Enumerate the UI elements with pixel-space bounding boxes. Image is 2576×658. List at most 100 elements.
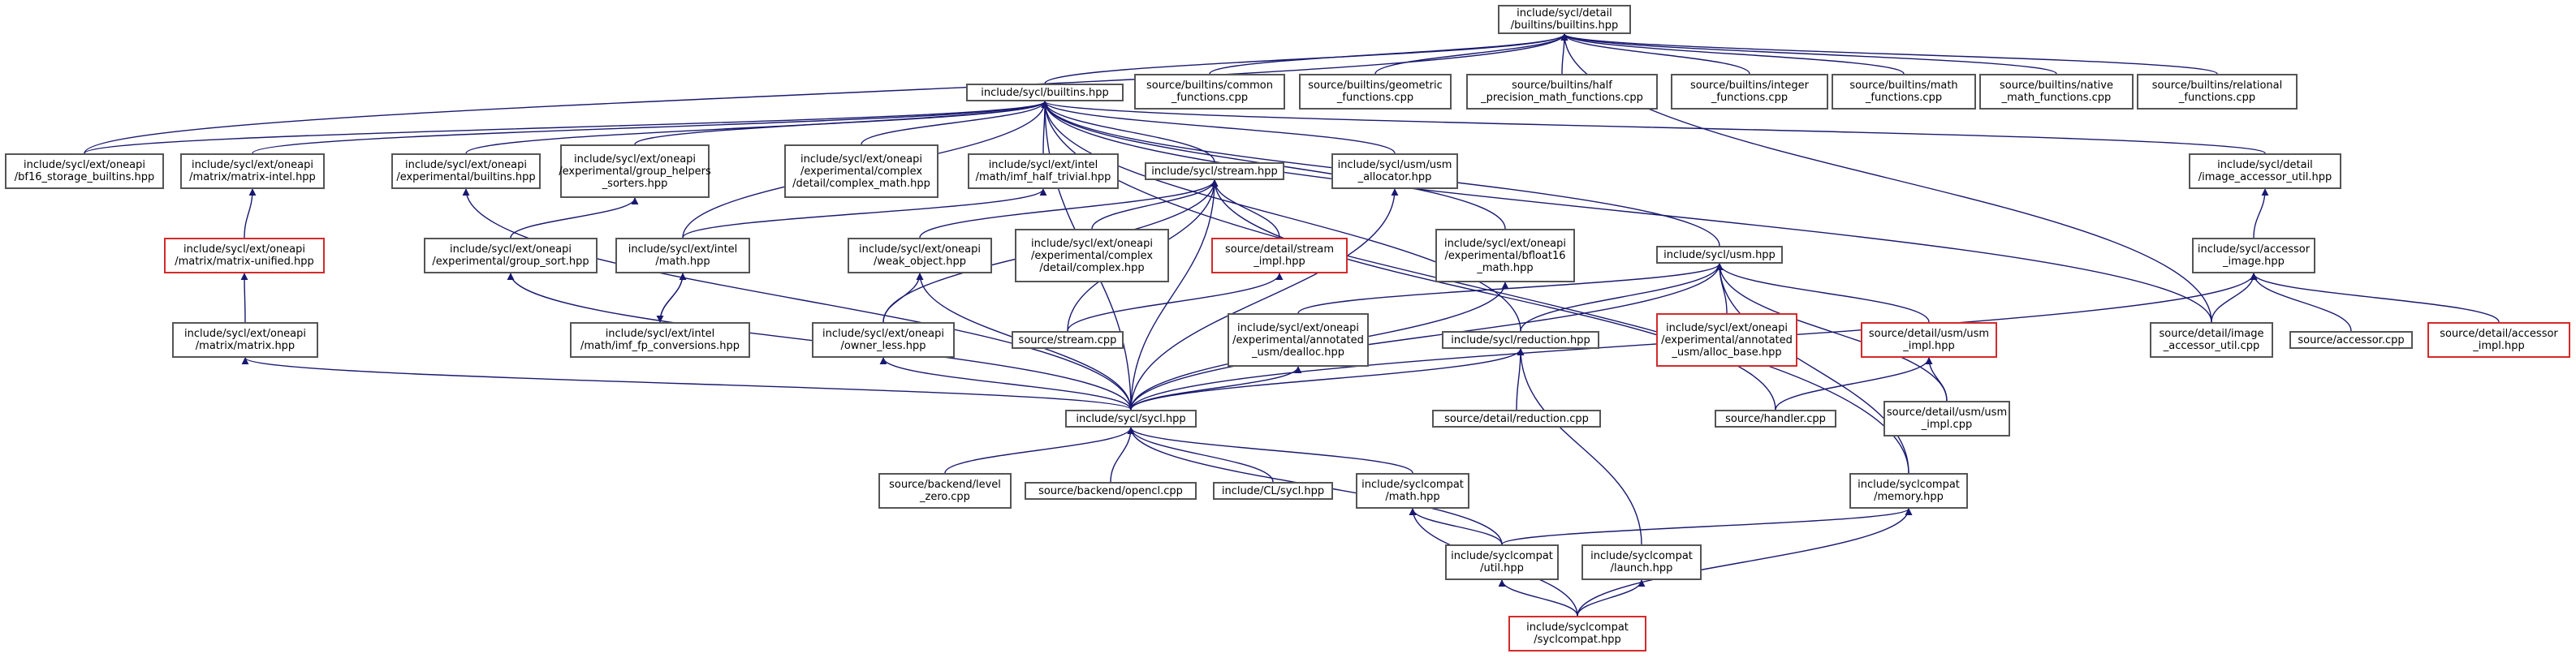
include-edge-sycl-to-matrix: [241, 357, 1132, 411]
node-usm-impl-hpp[interactable]: source/detail/usm/usm _impl.hpp: [1861, 322, 1997, 358]
node-matrix-hpp[interactable]: include/sycl/ext/oneapi /matrix/matrix.h…: [172, 322, 318, 358]
node-owner-less-hpp[interactable]: include/sycl/ext/oneapi /owner_less.hpp: [812, 322, 955, 358]
node-annotated-usm-alloc-base-hpp[interactable]: include/sycl/ext/oneapi /experimental/an…: [1656, 313, 1797, 367]
node-syclcompat-memory-hpp[interactable]: include/syclcompat /memory.hpp: [1849, 473, 1968, 509]
node-syclcompat-math-hpp[interactable]: include/syclcompat /math.hpp: [1356, 473, 1469, 509]
node-annotated-usm-dealloc-hpp[interactable]: include/sycl/ext/oneapi /experimental/an…: [1228, 313, 1369, 367]
include-edge-sycl-to-reduction: [1130, 348, 1525, 411]
include-edge-annotdealloc-to-usm: [1297, 263, 1724, 314]
node-group-sort-hpp[interactable]: include/sycl/ext/oneapi /experimental/gr…: [424, 238, 598, 273]
node-experimental-builtins-hpp[interactable]: include/sycl/ext/oneapi /experimental/bu…: [391, 153, 541, 189]
node-weak-object-hpp[interactable]: include/sycl/ext/oneapi /weak_object.hpp: [848, 238, 992, 273]
node-syclcompat-hpp[interactable]: include/syclcompat /syclcompat.hpp: [1508, 616, 1646, 652]
include-edge-launch-to-reduction: [1517, 348, 1642, 545]
node-bfloat16-math-hpp[interactable]: include/sycl/ext/oneapi /experimental/bf…: [1435, 229, 1575, 282]
node-syclcompat-launch-hpp[interactable]: include/syclcompat /launch.hpp: [1581, 544, 1702, 580]
include-edge-accessorcpp-to-accimg: [2250, 273, 2352, 332]
include-edge-sycl-to-stream: [1130, 179, 1219, 411]
node-builtins-common-functions-cpp[interactable]: source/builtins/common _functions.cpp: [1134, 74, 1285, 110]
include-edge-geometric-to-root: [1374, 33, 1568, 75]
node-builtins-native-math-functions-cpp[interactable]: source/builtins/native _math_functions.c…: [1979, 74, 2134, 110]
node-cl-sycl-hpp[interactable]: include/CL/sycl.hpp: [1213, 482, 1333, 500]
include-edge-sycl-to-usm: [1130, 263, 1724, 411]
node-complex-hpp[interactable]: include/sycl/ext/oneapi /experimental/co…: [1015, 229, 1169, 282]
include-edge-imgaccutil-to-builtins: [1041, 101, 2266, 154]
node-matrix-unified-hpp[interactable]: include/sycl/ext/oneapi /matrix/matrix-u…: [164, 238, 325, 273]
node-builtins-integer-functions-cpp[interactable]: source/builtins/integer _functions.cpp: [1671, 74, 1828, 110]
include-edge-grpsort-to-grphelpers: [510, 197, 639, 239]
include-edge-cpx-to-stream: [1091, 179, 1219, 230]
include-edge-intelmath-to-imfconv: [656, 273, 684, 323]
node-usm-hpp[interactable]: include/sycl/usm.hpp: [1656, 246, 1783, 264]
include-edge-reductioncpp-to-reduction: [1516, 348, 1525, 411]
include-edge-grphelpers-to-builtins: [634, 101, 1049, 145]
node-syclcompat-util-hpp[interactable]: include/syclcompat /util.hpp: [1445, 544, 1559, 580]
node-backend-level-zero-cpp[interactable]: source/backend/level _zero.cpp: [878, 473, 1012, 509]
node-accessor-cpp[interactable]: source/accessor.cpp: [2289, 331, 2413, 349]
include-edge-levelzero-to-sycl: [944, 427, 1135, 474]
include-edge-integer-to-root: [1560, 33, 1750, 75]
include-edge-syclcompat-to-util: [1498, 579, 1578, 617]
include-edge-imgaccutilcpp-to-builtins: [1041, 101, 2212, 323]
include-edge-cpxdetail-to-builtins: [861, 101, 1049, 145]
include-edge-sycl-to-annotdealloc: [1130, 366, 1302, 411]
include-edge-common-to-root: [1209, 33, 1568, 75]
node-bf16-storage-builtins-hpp[interactable]: include/sycl/ext/oneapi /bf16_storage_bu…: [5, 153, 164, 189]
node-builtins-relational-functions-cpp[interactable]: source/builtins/relational _functions.cp…: [2137, 74, 2298, 110]
node-imf-half-trivial-hpp[interactable]: include/sycl/ext/intel /math/imf_half_tr…: [968, 153, 1119, 189]
include-edge-util-to-memory: [1501, 508, 1913, 545]
node-stream-hpp[interactable]: include/sycl/stream.hpp: [1145, 162, 1284, 180]
node-sycl-hpp[interactable]: include/sycl/sycl.hpp: [1065, 410, 1197, 428]
node-sycl-builtins-hpp[interactable]: include/sycl/builtins.hpp: [966, 84, 1124, 101]
include-edge-compatmath-to-sycl: [1127, 427, 1413, 474]
include-edge-sycl-to-usmalloc: [1130, 188, 1399, 411]
node-group-helpers-sorters-hpp[interactable]: include/sycl/ext/oneapi /experimental/gr…: [559, 144, 711, 198]
include-edge-math-to-root: [1560, 33, 1905, 75]
node-stream-cpp[interactable]: source/stream.cpp: [1012, 331, 1124, 349]
include-edge-bf16-to-root: [84, 33, 1568, 154]
include-edge-memory-to-usm: [1715, 263, 1909, 474]
node-image-accessor-util-hpp[interactable]: include/sycl/detail /image_accessor_util…: [2189, 153, 2341, 189]
node-imf-fp-conversions-hpp[interactable]: include/sycl/ext/intel /math/imf_fp_conv…: [570, 322, 750, 358]
include-edge-ownerless-to-weakobj: [882, 273, 924, 323]
include-edge-streamimpl-to-stream: [1210, 179, 1280, 239]
node-builtins-half-precision-math-functions-cpp[interactable]: source/builtins/half _precision_math_fun…: [1466, 74, 1658, 110]
include-edge-matunified-to-matintel: [244, 188, 257, 239]
include-edge-half-to-root: [1560, 33, 1568, 75]
include-edge-sycl-to-expbuiltins: [462, 188, 1132, 411]
include-edge-handler-to-stream: [1210, 179, 1776, 411]
node-builtins-geometric-functions-cpp[interactable]: source/builtins/geometric _functions.cpp: [1299, 74, 1452, 110]
node-intel-math-hpp[interactable]: include/sycl/ext/intel /math.hpp: [615, 238, 750, 273]
node-accessor-impl-hpp[interactable]: source/detail/accessor _impl.hpp: [2427, 322, 2570, 358]
include-edge-bf16-to-builtins: [84, 101, 1049, 154]
include-edge-streamcpp-to-streamimpl: [1067, 273, 1284, 332]
include-edge-syclcompat-to-memory: [1577, 508, 1913, 617]
node-stream-impl-hpp[interactable]: source/detail/stream _impl.hpp: [1211, 238, 1348, 273]
include-edge-util-to-compatmath: [1409, 508, 1503, 545]
node-builtins-detail-root: include/sycl/detail /builtins/builtins.h…: [1498, 5, 1631, 34]
include-edge-accimg-to-imgaccutil: [2253, 188, 2269, 239]
include-edge-clsycl-to-sycl: [1127, 427, 1274, 483]
include-edge-reduction-to-usm: [1520, 263, 1724, 332]
node-reduction-cpp[interactable]: source/detail/reduction.cpp: [1432, 410, 1601, 428]
node-backend-opencl-cpp[interactable]: source/backend/opencl.cpp: [1025, 482, 1197, 500]
node-usm-impl-cpp[interactable]: source/detail/usm/usm _impl.cpp: [1883, 401, 2010, 437]
include-edge-usmimplhpp-to-usm: [1715, 263, 1930, 323]
include-edge-sycl-to-ownerless: [879, 357, 1132, 411]
node-builtins-math-functions-cpp[interactable]: source/builtins/math _functions.cpp: [1832, 74, 1976, 110]
include-edge-relational-to-root: [1560, 33, 2218, 75]
include-edge-matintel-to-builtins: [252, 101, 1049, 154]
node-handler-cpp[interactable]: source/handler.cpp: [1715, 410, 1836, 428]
include-edge-matrix-to-matunified: [240, 273, 248, 323]
node-reduction-hpp[interactable]: include/sycl/reduction.hpp: [1442, 331, 1599, 349]
node-usm-allocator-hpp[interactable]: include/sycl/usm/usm _allocator.hpp: [1331, 153, 1458, 189]
include-edge-usmalloc-to-builtins: [1041, 101, 1396, 154]
include-edge-opencl-to-sycl: [1110, 427, 1135, 483]
include-edge-native-to-root: [1560, 33, 2057, 75]
node-complex-math-hpp[interactable]: include/sycl/ext/oneapi /experimental/co…: [784, 144, 938, 198]
node-matrix-intel-hpp[interactable]: include/sycl/ext/oneapi /matrix/matrix-i…: [180, 153, 325, 189]
node-accessor-image-hpp[interactable]: include/sycl/accessor _image.hpp: [2192, 238, 2315, 273]
include-edge-syclcompat-to-launch: [1577, 579, 1646, 617]
node-image-accessor-util-cpp[interactable]: source/detail/image _accessor_util.cpp: [2150, 322, 2273, 358]
